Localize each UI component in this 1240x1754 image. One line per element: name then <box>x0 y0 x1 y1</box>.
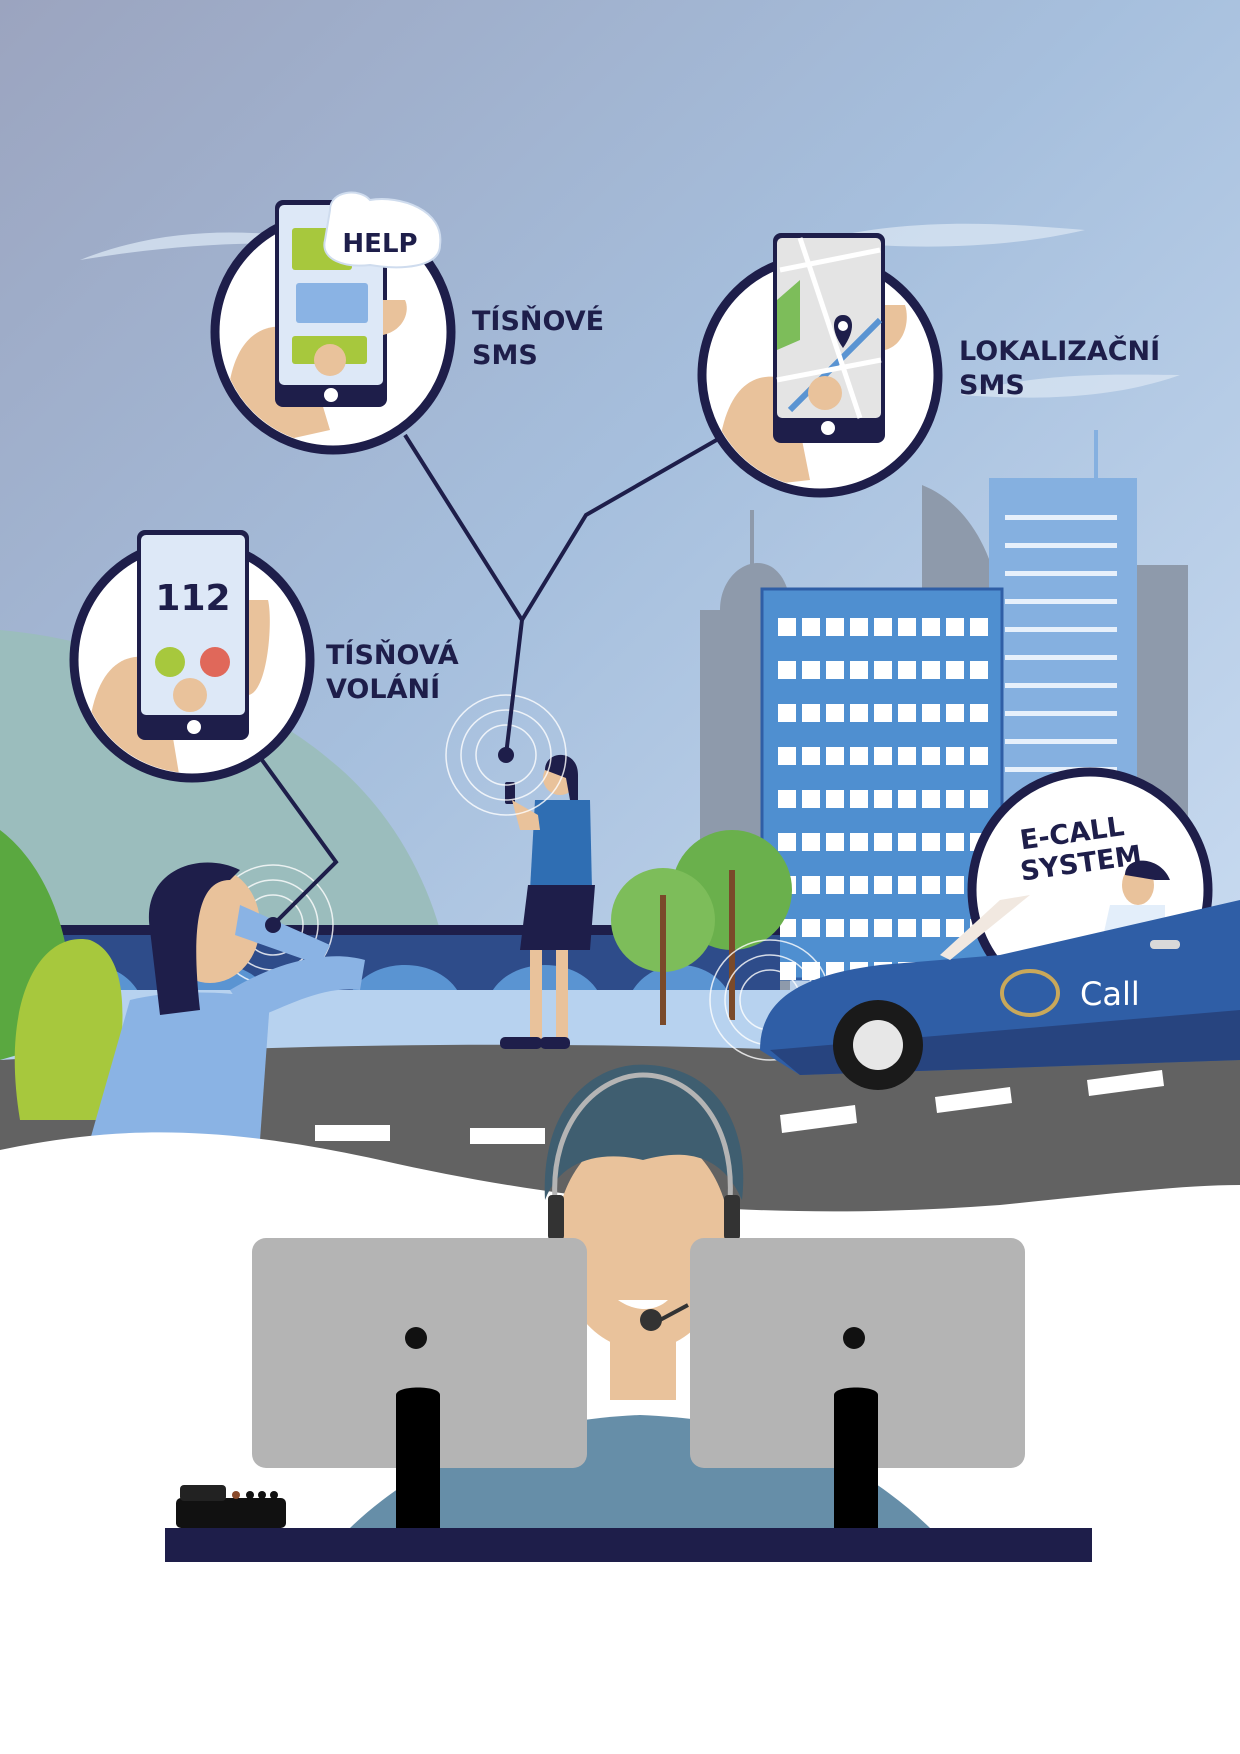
building-window <box>922 618 940 636</box>
building-window <box>850 919 868 937</box>
building-window <box>778 919 796 937</box>
building-window <box>850 747 868 765</box>
building-window <box>922 704 940 722</box>
lane-markings <box>315 1070 1164 1144</box>
building-window <box>898 618 916 636</box>
building-window <box>922 833 940 851</box>
building-window <box>778 962 796 980</box>
building-window <box>922 747 940 765</box>
building-window <box>850 833 868 851</box>
desk <box>165 1528 1092 1562</box>
building-window <box>778 790 796 808</box>
building-window <box>826 618 844 636</box>
building-window <box>826 704 844 722</box>
location-sms-bubble <box>697 233 943 498</box>
standing-woman-with-phone <box>500 754 595 1049</box>
building-window <box>826 833 844 851</box>
building-window <box>874 919 892 937</box>
building-window <box>970 704 988 722</box>
building-window <box>802 704 820 722</box>
ecall-car-scene: E-CALLSYSTEM Call <box>760 767 1240 1090</box>
building-window <box>898 919 916 937</box>
woman-making-call <box>90 862 365 1140</box>
cloud-wisp <box>820 223 1085 247</box>
building-window <box>802 876 820 894</box>
emergency-call-bubble: 112 <box>69 530 315 783</box>
decline-call-icon <box>200 647 230 677</box>
building-window <box>922 919 940 937</box>
building-window <box>898 833 916 851</box>
building-window <box>826 661 844 679</box>
building-window <box>874 747 892 765</box>
city-skyline <box>700 430 1188 990</box>
plants <box>0 830 123 1120</box>
connection-dot <box>498 747 514 763</box>
building-window <box>826 747 844 765</box>
building-window <box>946 833 964 851</box>
connection-dot <box>265 917 281 933</box>
building-window <box>874 876 892 894</box>
cloud-wisp <box>960 374 1180 398</box>
building-window <box>778 704 796 722</box>
building-window <box>850 618 868 636</box>
building-window <box>970 790 988 808</box>
building-window <box>850 876 868 894</box>
building-window <box>970 618 988 636</box>
connection-lines <box>260 433 721 927</box>
building-window <box>922 876 940 894</box>
building-window <box>874 661 892 679</box>
building-window <box>802 962 820 980</box>
building-window <box>778 618 796 636</box>
building-window <box>850 790 868 808</box>
ecall-car-logo: Call <box>1080 975 1140 1013</box>
building-window <box>802 747 820 765</box>
building-window <box>778 833 796 851</box>
building-window <box>778 747 796 765</box>
desk-phone <box>176 1485 286 1528</box>
building-window <box>778 661 796 679</box>
headset-icon <box>552 1072 733 1201</box>
building-window <box>946 747 964 765</box>
building-window <box>802 618 820 636</box>
building-window <box>922 661 940 679</box>
accept-call-icon <box>155 647 185 677</box>
building-window <box>946 661 964 679</box>
right-monitor <box>690 1238 1025 1528</box>
building-window <box>802 661 820 679</box>
help-message-text: HELP <box>342 229 417 259</box>
building-window <box>898 747 916 765</box>
building-window <box>802 790 820 808</box>
building-window <box>898 876 916 894</box>
building-window <box>826 790 844 808</box>
building-window <box>946 919 964 937</box>
building-window <box>850 704 868 722</box>
building-window <box>946 618 964 636</box>
building-window <box>826 876 844 894</box>
building-window <box>874 704 892 722</box>
building-window <box>802 919 820 937</box>
building-window <box>946 790 964 808</box>
building-window <box>970 747 988 765</box>
left-monitor <box>252 1238 587 1528</box>
building-window <box>874 618 892 636</box>
building-window <box>970 661 988 679</box>
building-window <box>826 919 844 937</box>
building-window <box>946 876 964 894</box>
emergency-sms-bubble: HELP <box>210 191 456 455</box>
building-window <box>922 790 940 808</box>
trees <box>611 830 792 1025</box>
building-window <box>850 661 868 679</box>
building-window <box>802 833 820 851</box>
building-window <box>898 661 916 679</box>
dialed-number: 112 <box>155 578 230 619</box>
building-window <box>898 790 916 808</box>
building-window <box>874 790 892 808</box>
building-window <box>874 833 892 851</box>
building-window <box>946 704 964 722</box>
building-window <box>898 704 916 722</box>
